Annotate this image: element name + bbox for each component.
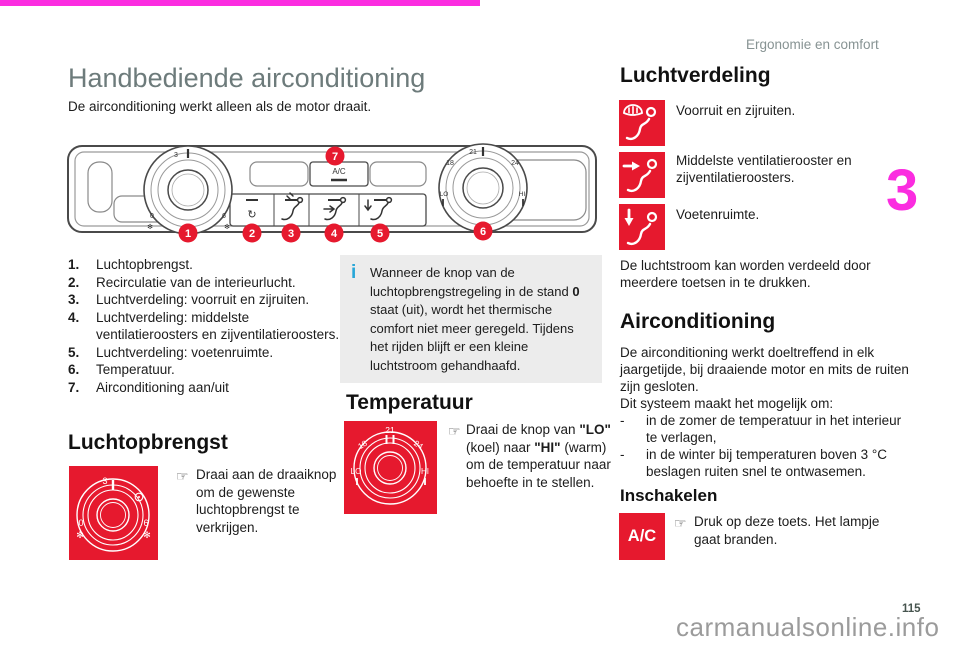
control-panel-diagram: A/C ↻ — [62, 136, 602, 253]
distribution-buttons-row: ↻ — [229, 192, 427, 227]
svg-text:LO: LO — [351, 467, 362, 476]
ac-button-tile: A/C — [619, 513, 665, 560]
distribution-row-label: Voorruit en zijruiten. — [676, 103, 796, 118]
ac-tile-label: A/C — [627, 527, 657, 545]
temperature-knob: 21 18 24 LO HI — [438, 143, 528, 233]
heading-distribution: Luchtverdeling — [620, 64, 771, 87]
callout-1: 1 — [185, 228, 191, 240]
svg-text:21: 21 — [385, 425, 395, 435]
temperature-instruction: Draai de knop van "LO" (koel) naar "HI" … — [466, 422, 611, 490]
aircon-description: De airconditioning werkt doeltreffend in… — [620, 344, 916, 480]
airflow-knob-tile: 3 0 ✻ 6 ✻ — [69, 466, 158, 565]
footwell-distribution-tile — [619, 204, 665, 255]
legend-item: 2.Recirculatie van de interieurlucht. — [68, 274, 296, 290]
fan-high-icon: ✻ — [143, 530, 151, 540]
svg-text:0: 0 — [150, 213, 154, 220]
legend-item: 5.Luchtverdeling: voetenruimte. — [68, 344, 274, 360]
callout-6: 6 — [480, 226, 486, 238]
chapter-number: 3 — [886, 158, 919, 223]
legend-item: 4.Luchtverdeling: middelste ventilatiero… — [68, 309, 340, 343]
center-left-recess — [249, 161, 309, 187]
recirculation-icon: ↻ — [247, 209, 256, 221]
distribution-row-label: Voetenruimte. — [676, 207, 760, 222]
windscreen-distribution-tile — [619, 100, 665, 151]
footwell-button-icon — [364, 196, 393, 221]
svg-text:HI: HI — [519, 191, 526, 198]
aircon-bullet: -in de zomer de temperatuur in het inter… — [620, 413, 902, 445]
svg-text:LO: LO — [440, 191, 449, 198]
ac-button-label: A/C — [332, 167, 346, 176]
windscreen-button-icon — [281, 192, 304, 221]
diagram-callouts: 1 2 3 4 5 6 7 — [178, 146, 493, 243]
callout-2: 2 — [249, 228, 255, 240]
legend-item: 7.Airconditioning aan/uit — [68, 379, 229, 395]
aircon-bullet: -in de winter bij temperaturen boven 3 °… — [620, 447, 888, 479]
chapter-accent-bar — [0, 0, 480, 6]
heading-enable: Inschakelen — [620, 486, 718, 505]
pointing-hand-icon: ☞ — [176, 468, 189, 484]
heading-airflow: Luchtopbrengst — [68, 431, 228, 454]
callout-5: 5 — [377, 228, 383, 240]
page-title: Handbediende airconditioning — [68, 63, 426, 93]
callout-3: 3 — [288, 228, 294, 240]
callout-4: 4 — [331, 228, 338, 240]
svg-text:21: 21 — [469, 149, 477, 156]
center-right-recess — [369, 161, 427, 187]
fan-low-icon: ✻ — [76, 530, 84, 540]
svg-text:6: 6 — [222, 213, 226, 220]
info-icon: i — [351, 262, 357, 283]
distribution-note: De luchtstroom kan worden verdeeld door … — [620, 258, 871, 290]
legend-item: 3.Luchtverdeling: voorruit en zijruiten. — [68, 292, 310, 307]
svg-text:3: 3 — [174, 152, 178, 159]
aircon-paragraph: Dit systeem maakt het mogelijk om: — [620, 396, 834, 411]
left-slot — [87, 161, 113, 213]
svg-text:0: 0 — [78, 518, 83, 528]
pointing-hand-icon: ☞ — [674, 515, 687, 531]
airflow-knob: 3 0 ✻ 6 ✻ — [143, 145, 233, 235]
intro-text: De airconditioning werkt alleen als de m… — [68, 99, 372, 114]
svg-text:HI: HI — [421, 467, 429, 476]
svg-text:18: 18 — [446, 160, 454, 167]
airflow-instruction: Draai aan de draaiknop om de gewenste lu… — [196, 467, 337, 535]
legend-item: 6.Temperatuur. — [68, 362, 175, 377]
center-vents-button-icon — [323, 196, 347, 221]
fan-low-icon: ✻ — [147, 223, 153, 231]
legend-item: 1.Luchtopbrengst. — [68, 257, 193, 272]
info-note-text: Wanneer de knop van de luchtopbrengstreg… — [370, 265, 580, 373]
pointing-hand-icon: ☞ — [448, 423, 461, 439]
control-panel-illustration: A/C ↻ — [67, 143, 597, 243]
callout-7: 7 — [332, 151, 338, 163]
temperature-knob-tile: 21 18 24 LO HI — [344, 421, 437, 519]
fan-high-icon: ✻ — [224, 223, 230, 231]
svg-text:6: 6 — [143, 518, 148, 528]
info-note-box: i Wanneer de knop van de luchtopbrengstr… — [340, 255, 602, 383]
diagram-legend: 1.Luchtopbrengst. 2.Recirculatie van de … — [68, 256, 343, 396]
ac-button: A/C — [309, 161, 369, 187]
watermark: carmanualsonline.info — [676, 612, 940, 642]
aircon-paragraph: De airconditioning werkt doeltreffend in… — [620, 345, 909, 394]
heading-aircon: Airconditioning — [620, 310, 776, 333]
svg-text:3: 3 — [102, 476, 107, 486]
enable-instruction: Druk op deze toets. Het lampje gaat bran… — [694, 514, 880, 547]
center-vents-distribution-tile — [619, 152, 665, 203]
page-number: 115 — [902, 603, 921, 615]
running-header: Ergonomie en comfort — [746, 37, 879, 52]
svg-text:24: 24 — [511, 160, 519, 167]
heading-temperature: Temperatuur — [346, 391, 473, 414]
distribution-row-label: Middelste ventilatierooster en zijventil… — [676, 153, 852, 185]
